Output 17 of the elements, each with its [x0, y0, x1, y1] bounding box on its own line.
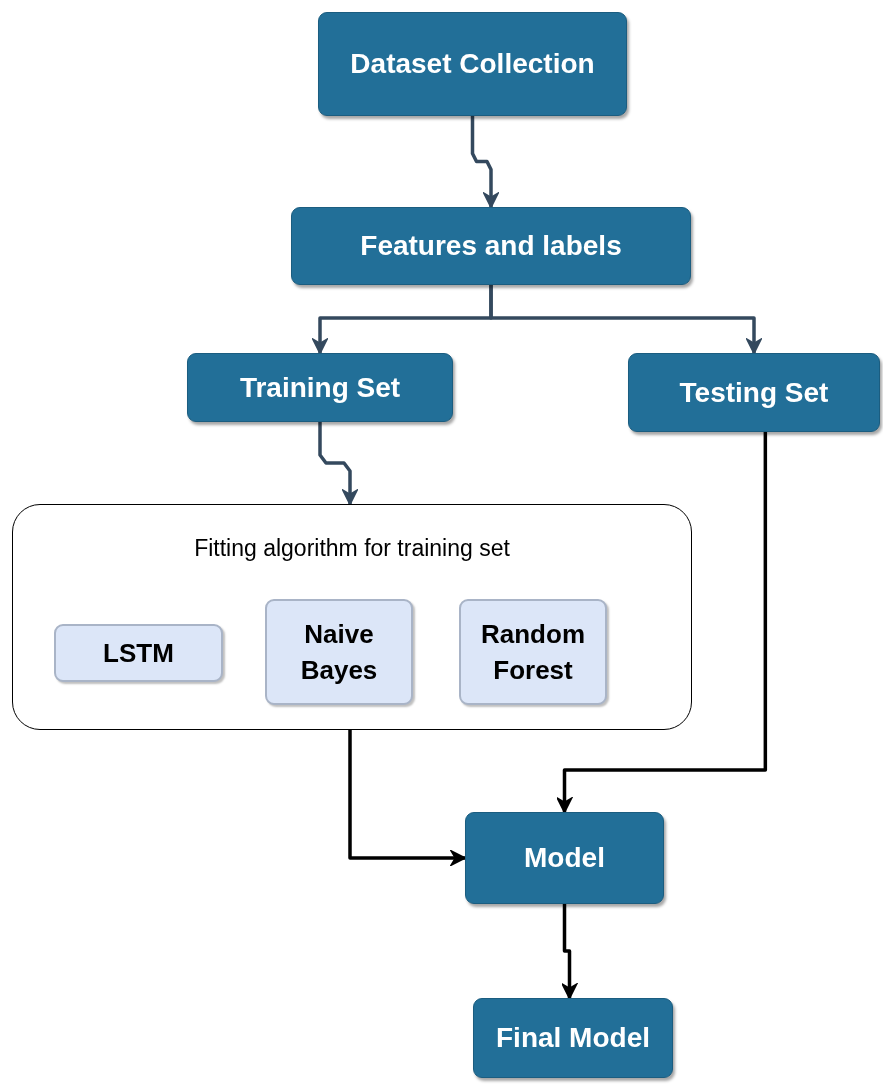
group-title: Fitting algorithm for training set: [193, 535, 511, 562]
arrow: [556, 432, 768, 813]
arrow: [489, 285, 762, 354]
process-box: Features and labels: [291, 207, 691, 285]
process-box: Training Set: [187, 353, 453, 422]
arrow: [470, 116, 499, 208]
process-box: Dataset Collection: [318, 12, 627, 116]
algorithm-box: Random Forest: [459, 599, 607, 705]
process-box: Model: [465, 812, 664, 904]
algorithm-box: Naive Bayes: [265, 599, 413, 705]
arrow: [348, 730, 466, 866]
group-container: [12, 504, 692, 730]
process-box: Testing Set: [628, 353, 880, 432]
arrow: [561, 904, 578, 999]
arrow: [318, 422, 358, 505]
process-box: Final Model: [473, 998, 673, 1078]
algorithm-box: LSTM: [54, 624, 223, 682]
